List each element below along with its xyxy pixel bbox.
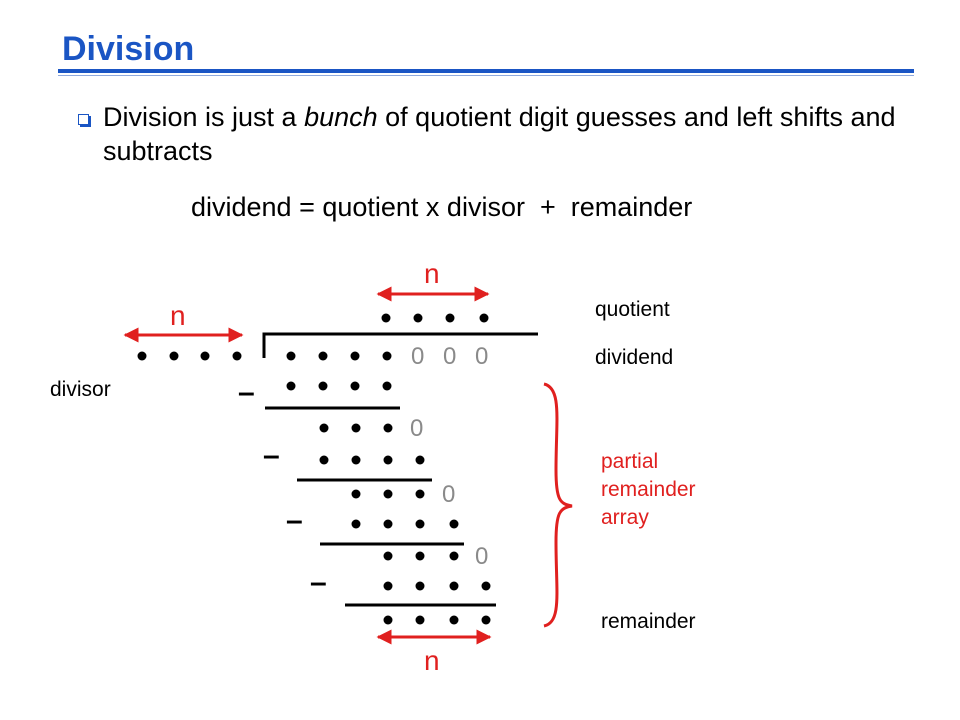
partial-remainder-dots-2	[351, 489, 425, 499]
partial-label-line-2: remainder	[601, 478, 696, 501]
dividend-zero-1: 0	[411, 343, 424, 370]
minus-sign-1: –	[238, 376, 255, 409]
minus-sign-2: –	[263, 439, 280, 472]
bullet-text: Division is just a bunch of quotient dig…	[103, 100, 903, 168]
partial-zero-2: 0	[442, 481, 455, 508]
divisor-dots	[137, 351, 242, 361]
remainder-dots	[383, 615, 491, 625]
n-top-label: n	[424, 258, 440, 289]
partial-remainder-dots-1	[319, 423, 393, 433]
dividend-zero-3: 0	[475, 343, 488, 370]
division-bracket	[262, 332, 538, 358]
quotient-dots	[381, 313, 489, 323]
partial-zero-1: 0	[410, 415, 423, 442]
bullet-square-icon	[78, 114, 89, 125]
partial-remainder-array-label: partial remainder array	[601, 448, 696, 532]
title-underline	[58, 69, 914, 73]
dividend-dots	[286, 351, 392, 361]
n-left-label: n	[170, 300, 186, 331]
subtrahend-dots-4	[383, 581, 491, 591]
subtrahend-dots-2	[319, 455, 425, 465]
n-bottom-label: n	[424, 645, 440, 676]
division-equation: dividend = quotient x divisor + remainde…	[191, 192, 693, 222]
minus-sign-4: –	[310, 566, 327, 599]
bullet-text-part1: Division is just a	[103, 102, 305, 132]
partial-remainder-brace	[543, 382, 573, 628]
subtrahend-dots-3	[351, 519, 459, 529]
title-underline-shadow	[58, 75, 914, 76]
quotient-label: quotient	[595, 298, 670, 321]
partial-remainder-dots-3	[383, 551, 459, 561]
remainder-label: remainder	[601, 610, 696, 633]
dividend-label: dividend	[595, 346, 674, 369]
bullet-text-part2: of quotient digit guesses and left shift…	[103, 102, 896, 166]
bullet-text-emphasis: bunch	[304, 102, 378, 132]
slide-title: Division	[62, 30, 195, 68]
partial-label-line-3: array	[601, 506, 649, 529]
subtrahend-dots-1	[286, 381, 392, 391]
partial-label-line-1: partial	[601, 450, 659, 473]
dividend-zero-2: 0	[443, 343, 456, 370]
partial-zero-3: 0	[475, 543, 488, 570]
divisor-label: divisor	[50, 378, 111, 401]
minus-sign-3: –	[286, 504, 303, 537]
